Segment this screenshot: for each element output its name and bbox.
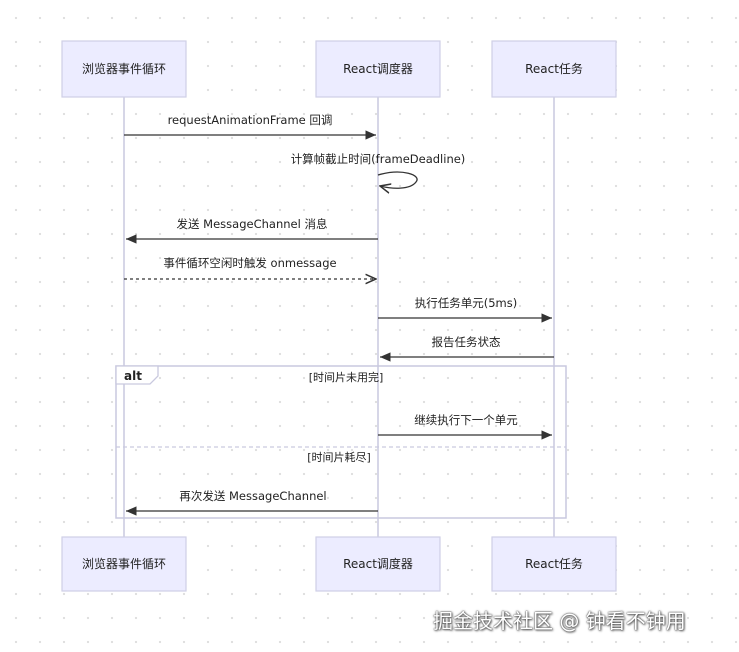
- message-label: 继续执行下一个单元: [414, 413, 518, 427]
- message-label: 执行任务单元(5ms): [415, 296, 517, 310]
- actor-react-task-top[interactable]: React任务: [491, 40, 617, 98]
- message-send-messagechannel: 发送 MessageChannel 消息: [126, 217, 378, 244]
- message-resend-messagechannel: 再次发送 MessageChannel: [126, 489, 378, 516]
- message-onmessage-trigger: 事件循环空闲时触发 onmessage: [124, 256, 376, 279]
- actor-react-scheduler-bottom[interactable]: React调度器: [315, 536, 441, 592]
- actor-browser-event-loop-bottom[interactable]: 浏览器事件循环: [61, 536, 187, 592]
- actor-label: React调度器: [343, 61, 413, 76]
- message-label: 发送 MessageChannel 消息: [177, 217, 328, 231]
- message-label: 事件循环空闲时触发 onmessage: [163, 256, 336, 270]
- actor-label: React任务: [525, 556, 583, 571]
- message-continue-next-unit: 继续执行下一个单元: [378, 413, 552, 440]
- alt-block: alt [时间片未用完] [时间片耗尽]: [115, 365, 567, 519]
- actor-react-scheduler-top[interactable]: React调度器: [315, 40, 441, 98]
- actor-browser-event-loop-top[interactable]: 浏览器事件循环: [61, 40, 187, 98]
- alt-condition-time-left: [时间片未用完]: [309, 370, 384, 384]
- message-report-task-status: 报告任务状态: [380, 335, 554, 362]
- watermark: 掘金技术社区 @ 钟看不钟用: [433, 609, 686, 633]
- alt-condition-time-exhausted: [时间片耗尽]: [307, 451, 371, 464]
- actor-label: React调度器: [343, 556, 413, 571]
- message-execute-task-unit: 执行任务单元(5ms): [378, 296, 552, 323]
- actor-label: 浏览器事件循环: [82, 556, 166, 571]
- message-label: 再次发送 MessageChannel: [179, 489, 326, 503]
- actor-label: React任务: [525, 61, 583, 76]
- actor-react-task-bottom[interactable]: React任务: [491, 536, 617, 592]
- alt-label: alt: [124, 369, 142, 383]
- message-label: 计算帧截止时间(frameDeadline): [291, 152, 466, 166]
- message-label: requestAnimationFrame 回调: [168, 113, 333, 127]
- actor-label: 浏览器事件循环: [82, 61, 166, 76]
- message-calc-frame-deadline: 计算帧截止时间(frameDeadline): [291, 152, 466, 188]
- message-raf-callback: requestAnimationFrame 回调: [124, 113, 376, 140]
- message-label: 报告任务状态: [432, 335, 501, 349]
